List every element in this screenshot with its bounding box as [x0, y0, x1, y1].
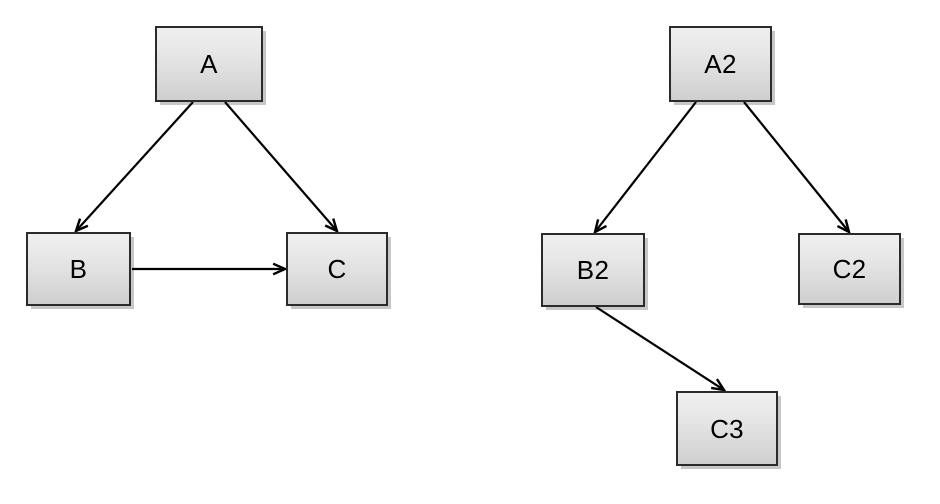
- node-b2[interactable]: B2: [541, 233, 645, 307]
- node-a[interactable]: A: [155, 26, 263, 102]
- arrowhead-icon: [710, 378, 727, 392]
- node-label: C: [327, 254, 347, 284]
- node-a2[interactable]: A2: [669, 26, 772, 102]
- edge-b-c: [132, 262, 288, 276]
- arrowhead-icon: [74, 218, 89, 234]
- edge-a2-b2: [593, 101, 697, 235]
- node-label: B: [69, 254, 88, 284]
- arrowhead-icon: [836, 219, 851, 235]
- edge-b2-c3: [595, 306, 727, 392]
- edge-line: [594, 101, 697, 233]
- node-label: B2: [576, 255, 610, 285]
- edge-line: [75, 101, 194, 232]
- arrowhead-icon: [272, 262, 288, 276]
- node-label: A: [200, 49, 218, 79]
- edge-line: [595, 306, 725, 391]
- edge-line: [743, 101, 850, 233]
- node-c3[interactable]: C3: [676, 391, 778, 466]
- node-label: C3: [710, 413, 744, 444]
- edge-a-c: [224, 101, 339, 234]
- node-label: C2: [832, 254, 867, 284]
- edge-line: [224, 101, 338, 232]
- node-b[interactable]: B: [26, 232, 131, 306]
- node-c[interactable]: C: [286, 232, 388, 306]
- edge-a2-c2: [743, 101, 851, 235]
- arrowhead-icon: [324, 218, 339, 234]
- edge-a-b: [74, 101, 194, 234]
- node-label: A2: [704, 49, 737, 79]
- arrowhead-icon: [593, 219, 608, 235]
- node-c2[interactable]: C2: [798, 233, 901, 305]
